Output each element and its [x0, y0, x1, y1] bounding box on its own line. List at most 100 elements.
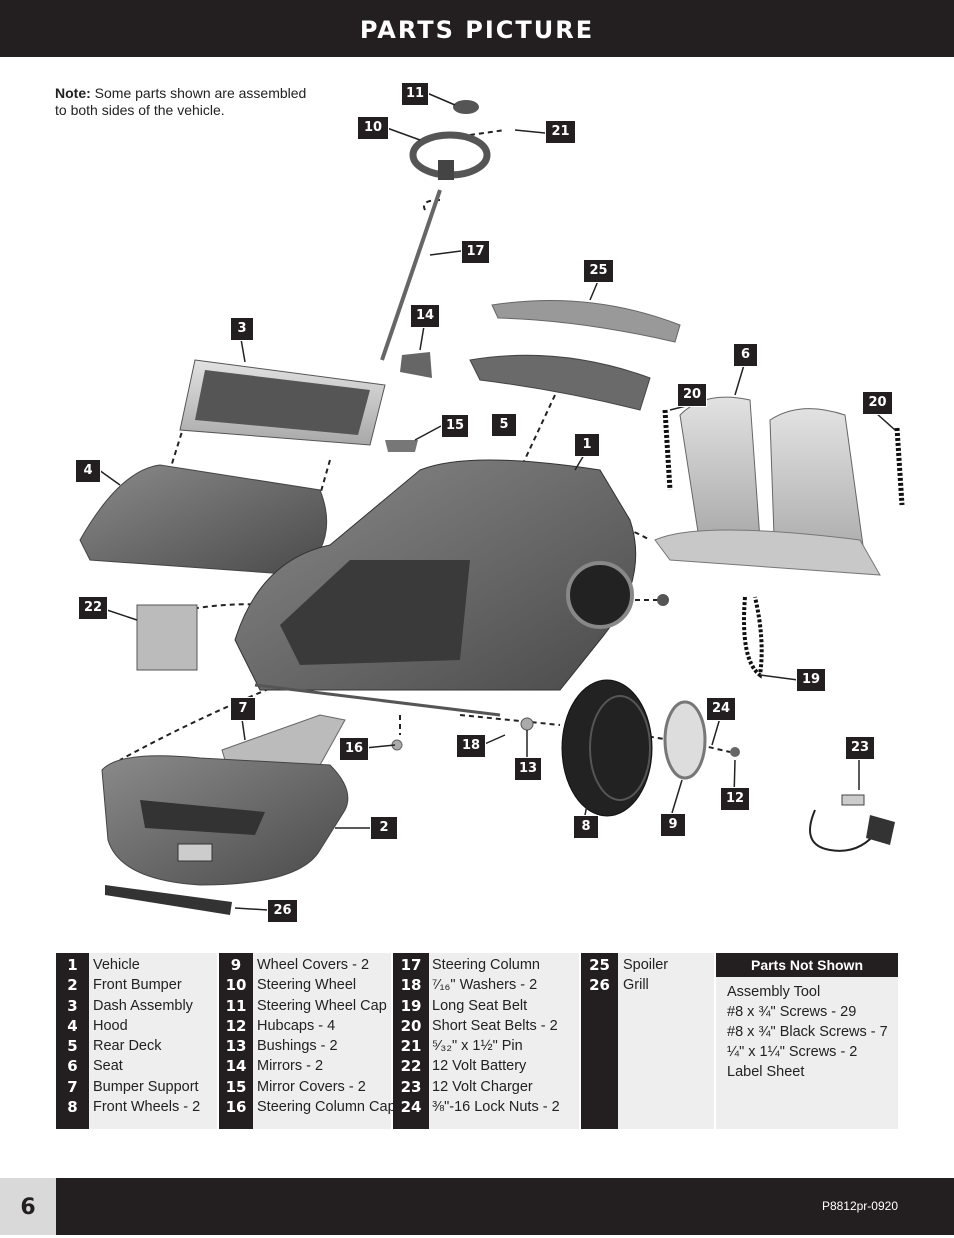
part-name: Vehicle [93, 957, 140, 973]
part-number: 15 [225, 1078, 247, 1096]
parts-not-shown-title: Parts Not Shown [716, 953, 898, 977]
part-name: Short Seat Belts - 2 [432, 1018, 558, 1034]
callout-tag: 13 [514, 757, 542, 781]
callout-tag: 17 [461, 240, 490, 264]
legend-row: 25 Spoiler [581, 955, 714, 975]
mirror-part [400, 352, 432, 378]
parts-not-shown-item: ¼" x 1¼" Screws - 2 [727, 1044, 858, 1060]
legend-row: 21 ⁵⁄₃₂" x 1½" Pin [393, 1036, 579, 1056]
grill-part [105, 885, 232, 915]
part-number: 22 [400, 1057, 422, 1075]
callout-tag: 20 [862, 391, 893, 415]
part-number: 3 [67, 997, 78, 1015]
part-name: ⁵⁄₃₂" x 1½" Pin [432, 1038, 523, 1054]
bushing-part [520, 717, 534, 731]
callout-tag: 25 [583, 259, 614, 283]
page-footer: 6 P8812pr-0920 [0, 1178, 954, 1235]
part-name: Steering Wheel Cap [257, 998, 387, 1014]
part-name: Hubcaps - 4 [257, 1018, 336, 1034]
part-number: 18 [400, 976, 422, 994]
callout-tag: 11 [401, 82, 429, 106]
parts-not-shown-item: #8 x ¾" Black Screws - 7 [727, 1024, 888, 1040]
part-name: Mirrors - 2 [257, 1058, 324, 1074]
legend-row: 2 Front Bumper [56, 975, 217, 995]
part-name: Steering Wheel [257, 977, 357, 993]
parts-not-shown-item: Assembly Tool [727, 984, 821, 1000]
callout-tag: 12 [720, 787, 750, 811]
callout-tag: 7 [230, 697, 256, 721]
callout-tag: 16 [339, 737, 369, 761]
callout-tag: 1 [574, 433, 600, 457]
part-name: Dash Assembly [93, 998, 193, 1014]
callout-tag: 3 [230, 317, 254, 341]
part-number: 9 [230, 956, 242, 974]
legend-row: 11 Steering Wheel Cap [219, 996, 391, 1016]
legend-row: 22 12 Volt Battery [393, 1056, 579, 1076]
callout-tag: 24 [706, 697, 736, 721]
part-number: 6 [67, 1057, 78, 1075]
callout-tag: 20 [677, 383, 707, 407]
callout-tag: 15 [441, 414, 469, 438]
page-header: PARTS PICTURE [0, 0, 954, 57]
bumper-support-part [221, 714, 346, 766]
steering-wheel-cap-part [453, 100, 479, 114]
parts-not-shown-item: #8 x ¾" Screws - 29 [727, 1004, 857, 1020]
parts-not-shown: Parts Not Shown Assembly Tool #8 x ¾" Sc… [716, 953, 898, 1129]
seat-part [679, 396, 761, 546]
spoiler-part [491, 300, 681, 343]
part-number: 2 [67, 976, 78, 994]
part-number: 24 [400, 1098, 422, 1116]
part-number: 25 [589, 956, 610, 974]
legend-row: 1 Vehicle [56, 955, 217, 975]
part-number: 8 [67, 1098, 78, 1116]
part-name: Bushings - 2 [257, 1038, 338, 1054]
rear-deck-part [469, 354, 651, 411]
callout-tag: 18 [456, 734, 486, 758]
part-number: 16 [225, 1098, 247, 1116]
callout-tag: 5 [491, 413, 517, 437]
part-number: 20 [400, 1017, 422, 1035]
callout-tag: 14 [410, 304, 440, 328]
wheel-cover-part [663, 700, 707, 780]
callout-tag: 23 [845, 736, 875, 760]
legend-row: 15 Mirror Covers - 2 [219, 1077, 391, 1097]
part-name: Wheel Covers - 2 [257, 957, 370, 973]
part-name: 12 Volt Charger [432, 1079, 533, 1095]
legend-row: 3 Dash Assembly [56, 996, 217, 1016]
exploded-parts-diagram [79, 92, 905, 915]
part-name: Mirror Covers - 2 [257, 1079, 366, 1095]
part-number: 11 [225, 997, 247, 1015]
note-text: Some parts shown are assembled to both s… [55, 85, 307, 118]
callout-tag: 22 [78, 596, 108, 620]
part-name: Seat [93, 1058, 123, 1074]
callout-tag: 4 [75, 459, 101, 483]
legend-row: 9 Wheel Covers - 2 [219, 955, 391, 975]
note-label: Note: [55, 85, 91, 101]
callout-tag: 26 [267, 899, 298, 923]
parts-not-shown-item: Label Sheet [727, 1064, 805, 1080]
part-name: 12 Volt Battery [432, 1058, 527, 1074]
part-number: 1 [67, 956, 78, 974]
part-name: Steering Column [432, 957, 540, 973]
part-number: 4 [67, 1017, 78, 1035]
page-number: 6 [0, 1178, 56, 1235]
part-name: Front Bumper [93, 977, 182, 993]
legend-row: 6 Seat [56, 1056, 217, 1076]
part-number: 7 [67, 1078, 78, 1096]
part-name: Spoiler [623, 957, 669, 973]
callout-tag: 19 [796, 668, 826, 692]
part-number: 21 [400, 1037, 422, 1055]
battery-part [136, 604, 198, 671]
